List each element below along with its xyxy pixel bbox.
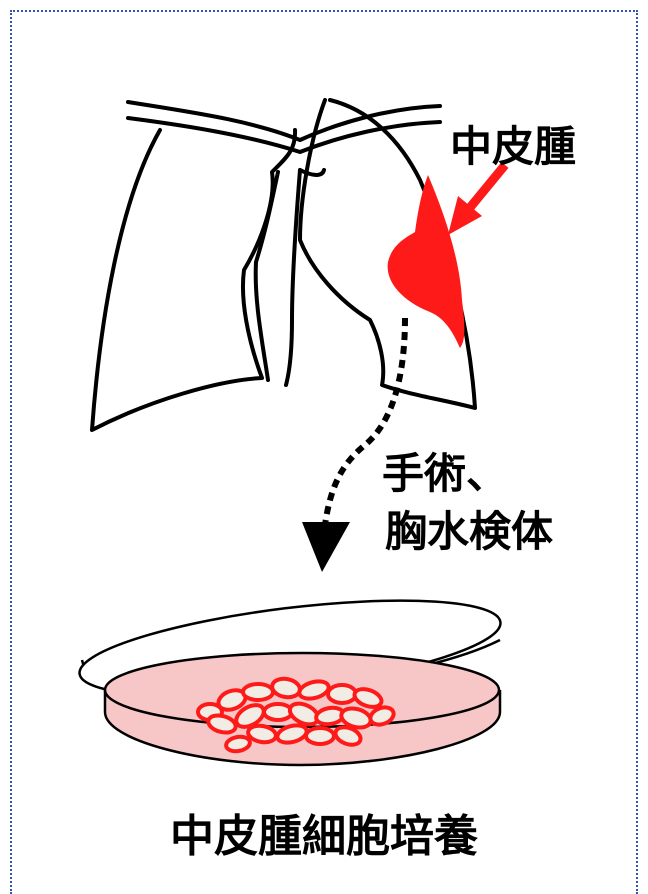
cell-culture-label: 中皮腫細胞培養 xyxy=(0,800,648,864)
tumor-shape-icon xyxy=(388,175,465,348)
tumor-arrow-icon xyxy=(448,165,505,235)
tumor-label: 中皮腫 xyxy=(450,113,576,174)
surgery-label: 手術、 xyxy=(382,440,508,501)
effusion-sample-label: 胸水検体 xyxy=(385,498,553,559)
